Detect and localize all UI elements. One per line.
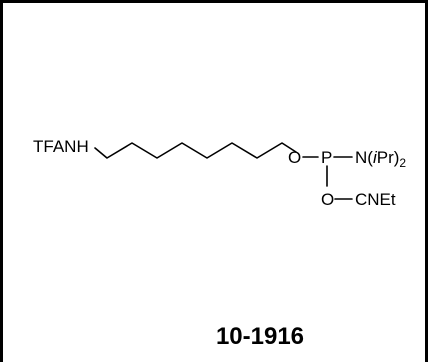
phosphorus-atom: P bbox=[321, 148, 332, 167]
alkyl-chain-bond bbox=[94, 142, 297, 159]
catalog-number: 10-1916 bbox=[215, 323, 305, 350]
tfanh-label: TFANH bbox=[33, 137, 89, 156]
propyl-text: Pr) bbox=[377, 148, 400, 167]
diisopropylamino-label: N(iPr)2 bbox=[355, 148, 406, 170]
cyanoethyl-label: CNEt bbox=[355, 190, 396, 209]
iso-prefix: i bbox=[373, 148, 378, 167]
oxygen-atom-1: O bbox=[288, 148, 301, 167]
subscript-two: 2 bbox=[399, 156, 406, 170]
oxygen-atom-2: O bbox=[321, 190, 334, 209]
n-prefix: N( bbox=[355, 148, 373, 167]
